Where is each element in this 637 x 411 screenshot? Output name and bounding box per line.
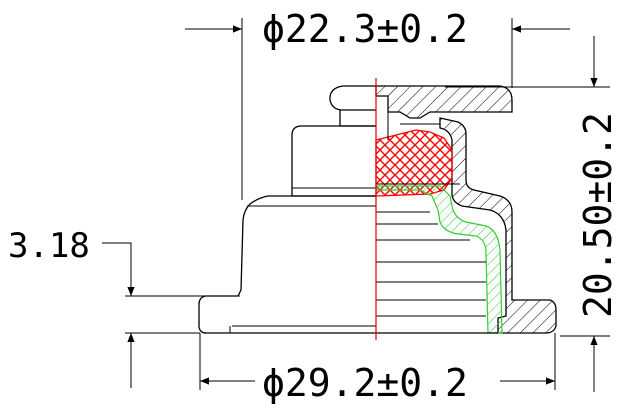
dim-step-height: 3.18	[8, 226, 240, 388]
dim-top-diameter: ϕ22.3±0.2	[185, 7, 570, 200]
cap-section	[375, 85, 513, 119]
bottom-diameter-label: ϕ29.2±0.2	[262, 361, 468, 405]
step-height-label: 3.18	[8, 226, 90, 266]
dim-bottom-diameter: ϕ29.2±0.2	[199, 333, 556, 405]
seal-section	[375, 129, 453, 197]
exterior-view	[198, 85, 376, 334]
outer-wall-section	[439, 117, 557, 334]
dim-height: 20.50±0.2	[445, 36, 620, 392]
top-diameter-label: ϕ22.3±0.2	[262, 7, 468, 51]
height-label: 20.50±0.2	[576, 112, 620, 318]
section-view	[375, 85, 557, 334]
